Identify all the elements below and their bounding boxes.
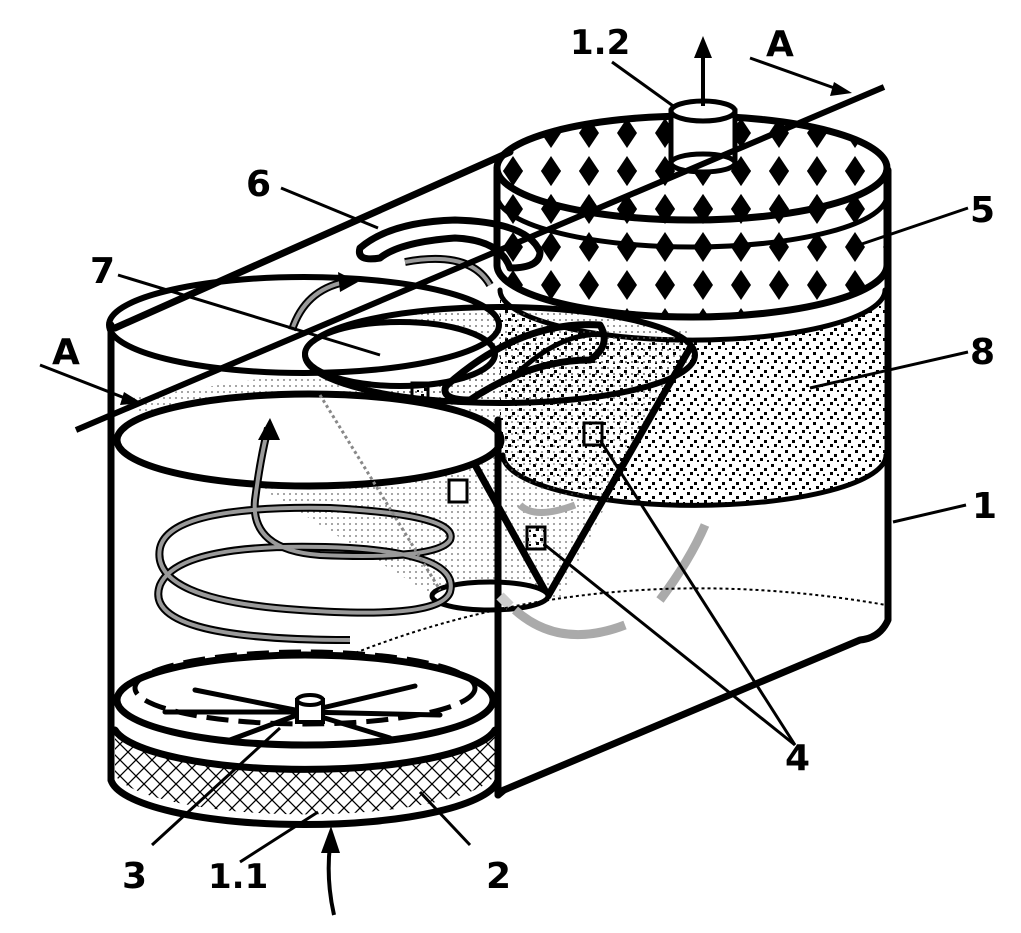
label-part-6: 6 — [246, 164, 271, 205]
section-line-aa — [39, 56, 886, 433]
label-part-2: 2 — [486, 856, 511, 897]
labels: 1.2 A A 6 5 7 8 1 4 3 1.1 2 — [52, 23, 997, 897]
label-part-3: 3 — [122, 856, 147, 897]
dotted-cone-line — [318, 394, 442, 591]
dotted-floor-line — [349, 587, 887, 656]
left-cylinder — [106, 274, 505, 829]
flow-arrows-bottom — [496, 501, 710, 640]
flow-arrow-upper-left — [288, 272, 358, 332]
label-part-1: 1 — [972, 486, 997, 527]
label-part-4: 4 — [785, 738, 810, 779]
sensors — [410, 381, 604, 551]
curved-duct — [355, 216, 608, 404]
inlet-arrow — [321, 826, 340, 916]
spiral-flow — [154, 418, 455, 644]
label-outlet: 1.2 — [570, 23, 630, 63]
label-part-7: 7 — [90, 251, 115, 292]
base-filter — [111, 649, 499, 815]
label-section-top: A — [766, 24, 794, 65]
leader-lines — [117, 60, 969, 864]
label-part-8: 8 — [970, 332, 995, 373]
label-part-5: 5 — [970, 190, 995, 231]
label-section-left: A — [52, 332, 80, 373]
label-inlet: 1.1 — [208, 857, 268, 897]
flow-arrow-duct — [404, 254, 494, 288]
